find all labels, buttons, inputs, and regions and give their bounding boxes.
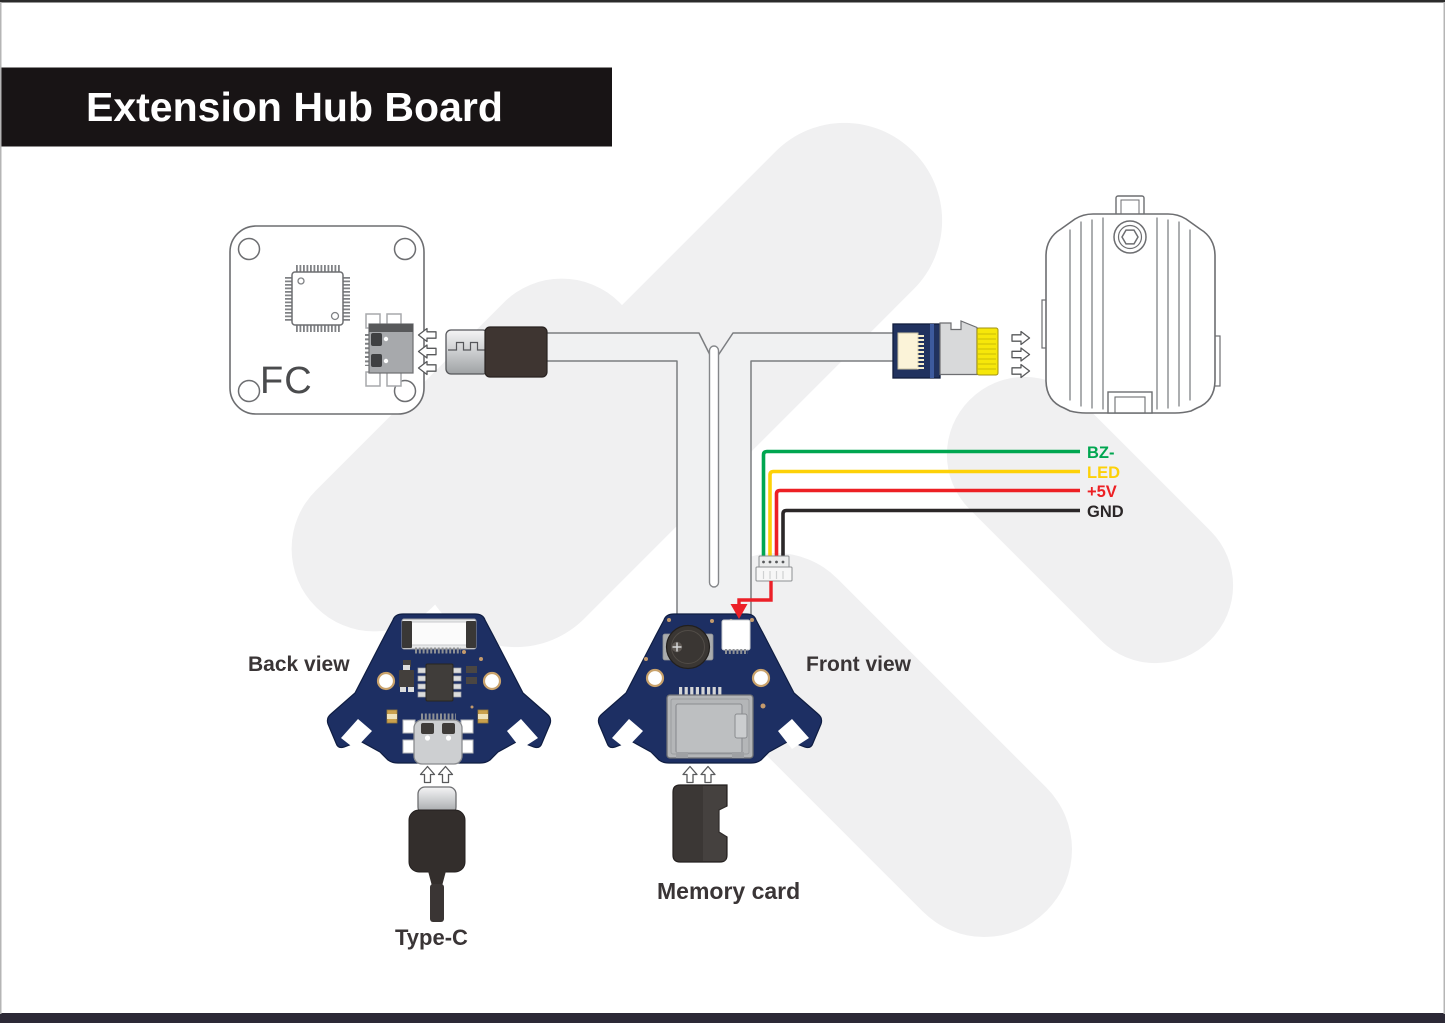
sd-card-slot [666, 687, 754, 759]
wire-5v [774, 488, 1080, 557]
ribbon-cable [544, 332, 896, 619]
title-banner: Extension Hub Board [0, 67, 612, 147]
wire-label-led: LED [1087, 464, 1120, 482]
mounting-hole [645, 668, 665, 688]
arrow-up-icons-back [419, 765, 454, 784]
wire-label-bz: BZ- [1087, 444, 1115, 462]
buzzer [662, 624, 714, 670]
jst-socket [721, 619, 751, 654]
wing-cutout [778, 719, 809, 749]
arrow-up-icons-front [682, 765, 716, 784]
wire-label-gnd: GND [1087, 503, 1124, 521]
wing-cutout [341, 719, 372, 749]
transistor [399, 665, 414, 692]
usb-c-receptacle [402, 713, 474, 765]
type-c-plug [408, 786, 466, 922]
type-c-label: Type-C [395, 925, 468, 950]
mounting-hole [376, 671, 396, 691]
wire-bz [761, 449, 1080, 557]
hub-board-back [326, 613, 552, 765]
fc-board-label: FC [260, 360, 313, 402]
page-title: Extension Hub Board [86, 84, 503, 130]
mounting-hole [237, 379, 261, 403]
mcu-chip [285, 265, 350, 332]
usb-c-port [365, 313, 414, 387]
mounting-hole [751, 668, 771, 688]
hub-board-front [597, 613, 823, 764]
mounting-hole [393, 237, 417, 261]
red-pointer-arrow [730, 581, 773, 619]
mounting-hole [482, 671, 502, 691]
mount-tab [1115, 195, 1145, 217]
memory-card [672, 784, 728, 863]
gold-fingers [976, 327, 999, 376]
usb-c-plug [445, 326, 548, 378]
memory-card-label: Memory card [657, 878, 800, 904]
wire-harness [761, 449, 1080, 557]
wing-cutout [507, 719, 538, 749]
wire-label-5v: +5V [1087, 483, 1117, 501]
arrow-left-icons [417, 327, 437, 376]
ribbon-slot [708, 345, 720, 588]
front-view-label: Front view [806, 653, 912, 676]
back-view-label: Back view [248, 653, 350, 676]
wing-cutout [612, 719, 643, 749]
wire-led [768, 469, 1080, 557]
camera-connector [892, 320, 999, 379]
ffc-connector [401, 618, 477, 654]
arrow-right-icons [1011, 330, 1031, 379]
mounting-hole [237, 237, 261, 261]
air-unit-outline [1041, 195, 1221, 414]
heatsink-fins [1069, 217, 1191, 410]
jst-connector [755, 555, 793, 582]
fc-board: FC [229, 225, 425, 415]
plug-overmold [484, 326, 548, 378]
wire-gnd [781, 508, 1080, 557]
ic-chip [417, 663, 462, 702]
